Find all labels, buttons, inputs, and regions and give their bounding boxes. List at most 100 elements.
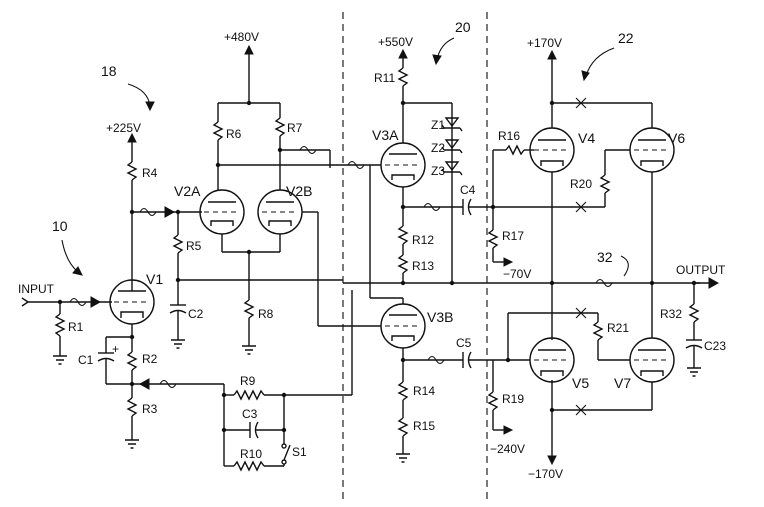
resistor-r14: R14 [397, 381, 435, 418]
svg-text:S1: S1 [292, 445, 307, 459]
capacitor-c23: C23 [685, 339, 726, 377]
svg-text:32: 32 [597, 249, 613, 265]
callout-22: 22 [581, 30, 634, 82]
resistor-r2: R2 [126, 351, 158, 398]
supply-plus-225v: +225V [106, 121, 141, 162]
tube-v7: V7 [614, 337, 675, 391]
output-terminal: OUTPUT [676, 263, 726, 289]
resistor-r13: R13 [397, 254, 434, 283]
svg-text:+225V: +225V [106, 121, 141, 135]
svg-text:R20: R20 [570, 177, 592, 191]
callout-20: 20 [432, 19, 471, 66]
resistor-r15: R15 [396, 417, 435, 463]
svg-text:R10: R10 [240, 447, 262, 461]
supply-minus-240v: −240V [490, 442, 525, 456]
resistor-r19: R19 [487, 360, 524, 435]
resistor-r6: R6 [212, 103, 242, 190]
resistor-r3: R3 [125, 397, 158, 449]
svg-text:R3: R3 [142, 402, 158, 416]
svg-text:R4: R4 [142, 166, 158, 180]
resistor-r32: R32 [660, 283, 700, 340]
input-terminal: INPUT [18, 282, 112, 308]
svg-text:R17: R17 [502, 229, 524, 243]
svg-text:C23: C23 [704, 339, 726, 353]
tube-v1: V1 [109, 271, 163, 325]
svg-text:R7: R7 [287, 121, 303, 135]
svg-text:20: 20 [455, 19, 471, 35]
svg-text:+: + [112, 342, 119, 356]
svg-text:V1: V1 [146, 271, 163, 287]
svg-text:R32: R32 [660, 307, 682, 321]
svg-text:R12: R12 [412, 233, 434, 247]
svg-text:+170V: +170V [527, 36, 562, 50]
zener-z1: Z1 [431, 117, 463, 132]
capacitor-c3: C3 [224, 407, 284, 439]
svg-text:V2A: V2A [174, 183, 201, 199]
svg-text:OUTPUT: OUTPUT [676, 263, 726, 277]
feedback-path [132, 290, 353, 398]
svg-text:C3: C3 [242, 407, 258, 421]
svg-text:Z3: Z3 [431, 164, 445, 178]
svg-text:V4: V4 [578, 130, 595, 146]
capacitor-c2: C2 [169, 280, 204, 349]
svg-text:R21: R21 [607, 321, 629, 335]
svg-text:C5: C5 [456, 336, 472, 350]
svg-text:10: 10 [52, 218, 68, 234]
svg-text:C2: C2 [188, 307, 204, 321]
svg-text:V7: V7 [614, 375, 631, 391]
svg-text:R16: R16 [498, 129, 520, 143]
svg-text:R5: R5 [186, 239, 202, 253]
callout-10: 10 [52, 218, 83, 276]
capacitor-c4: C4 [460, 183, 493, 216]
zener-z3: Z3 [431, 161, 463, 178]
svg-text:R2: R2 [142, 352, 158, 366]
resistor-r11: R11 [374, 67, 409, 143]
callout-18: 18 [101, 63, 155, 112]
capacitor-c1: C1 + [78, 336, 132, 385]
tube-v4: V4 [529, 127, 595, 173]
svg-text:C1: C1 [78, 353, 94, 367]
svg-text:+480V: +480V [224, 30, 259, 44]
svg-text:R13: R13 [412, 259, 434, 273]
svg-text:V5: V5 [572, 375, 589, 391]
supply-minus-70v: −70V [503, 267, 531, 281]
resistor-r20: R20 [570, 149, 630, 207]
svg-text:C4: C4 [460, 183, 476, 197]
supply-plus-480v: +480V [224, 30, 259, 103]
capacitor-c5: C5 [456, 336, 530, 369]
supply-plus-170v: +170V [527, 36, 562, 128]
resistor-r12: R12 [397, 225, 434, 255]
svg-text:V2B: V2B [286, 183, 312, 199]
svg-text:R9: R9 [240, 374, 256, 388]
svg-text:R14: R14 [413, 384, 435, 398]
zener-z2: Z2 [431, 139, 463, 155]
callout-32: 32 [597, 249, 629, 277]
svg-text:V6: V6 [668, 130, 685, 146]
resistor-r4: R4 [126, 161, 158, 181]
switch-s1: S1 [281, 432, 307, 466]
tube-v3a: V3A [372, 127, 426, 188]
svg-text:R15: R15 [413, 419, 435, 433]
tube-v3b: V3B [380, 303, 453, 349]
svg-text:−170V: −170V [528, 467, 563, 481]
tube-v2a: V2A [174, 183, 245, 235]
svg-text:R1: R1 [68, 320, 84, 334]
tube-v5: V5 [529, 337, 589, 391]
svg-text:22: 22 [618, 30, 634, 46]
svg-text:+550V: +550V [378, 35, 413, 49]
resistor-r10: R10 [224, 447, 284, 472]
tube-v6: V6 [629, 127, 685, 173]
resistor-r7: R7 [274, 103, 303, 190]
svg-text:INPUT: INPUT [18, 282, 55, 296]
resistor-r1: R1 [53, 302, 84, 365]
svg-text:V3A: V3A [372, 127, 399, 143]
resistor-r16: R16 [493, 129, 534, 156]
resistor-r21: R21 [592, 313, 630, 361]
svg-text:R6: R6 [226, 127, 242, 141]
supply-plus-550v: +550V [378, 35, 413, 68]
resistor-r5: R5 [172, 212, 202, 280]
tube-v2b: V2B [257, 183, 312, 235]
svg-text:R11: R11 [374, 71, 395, 85]
svg-text:Z1: Z1 [431, 118, 445, 132]
